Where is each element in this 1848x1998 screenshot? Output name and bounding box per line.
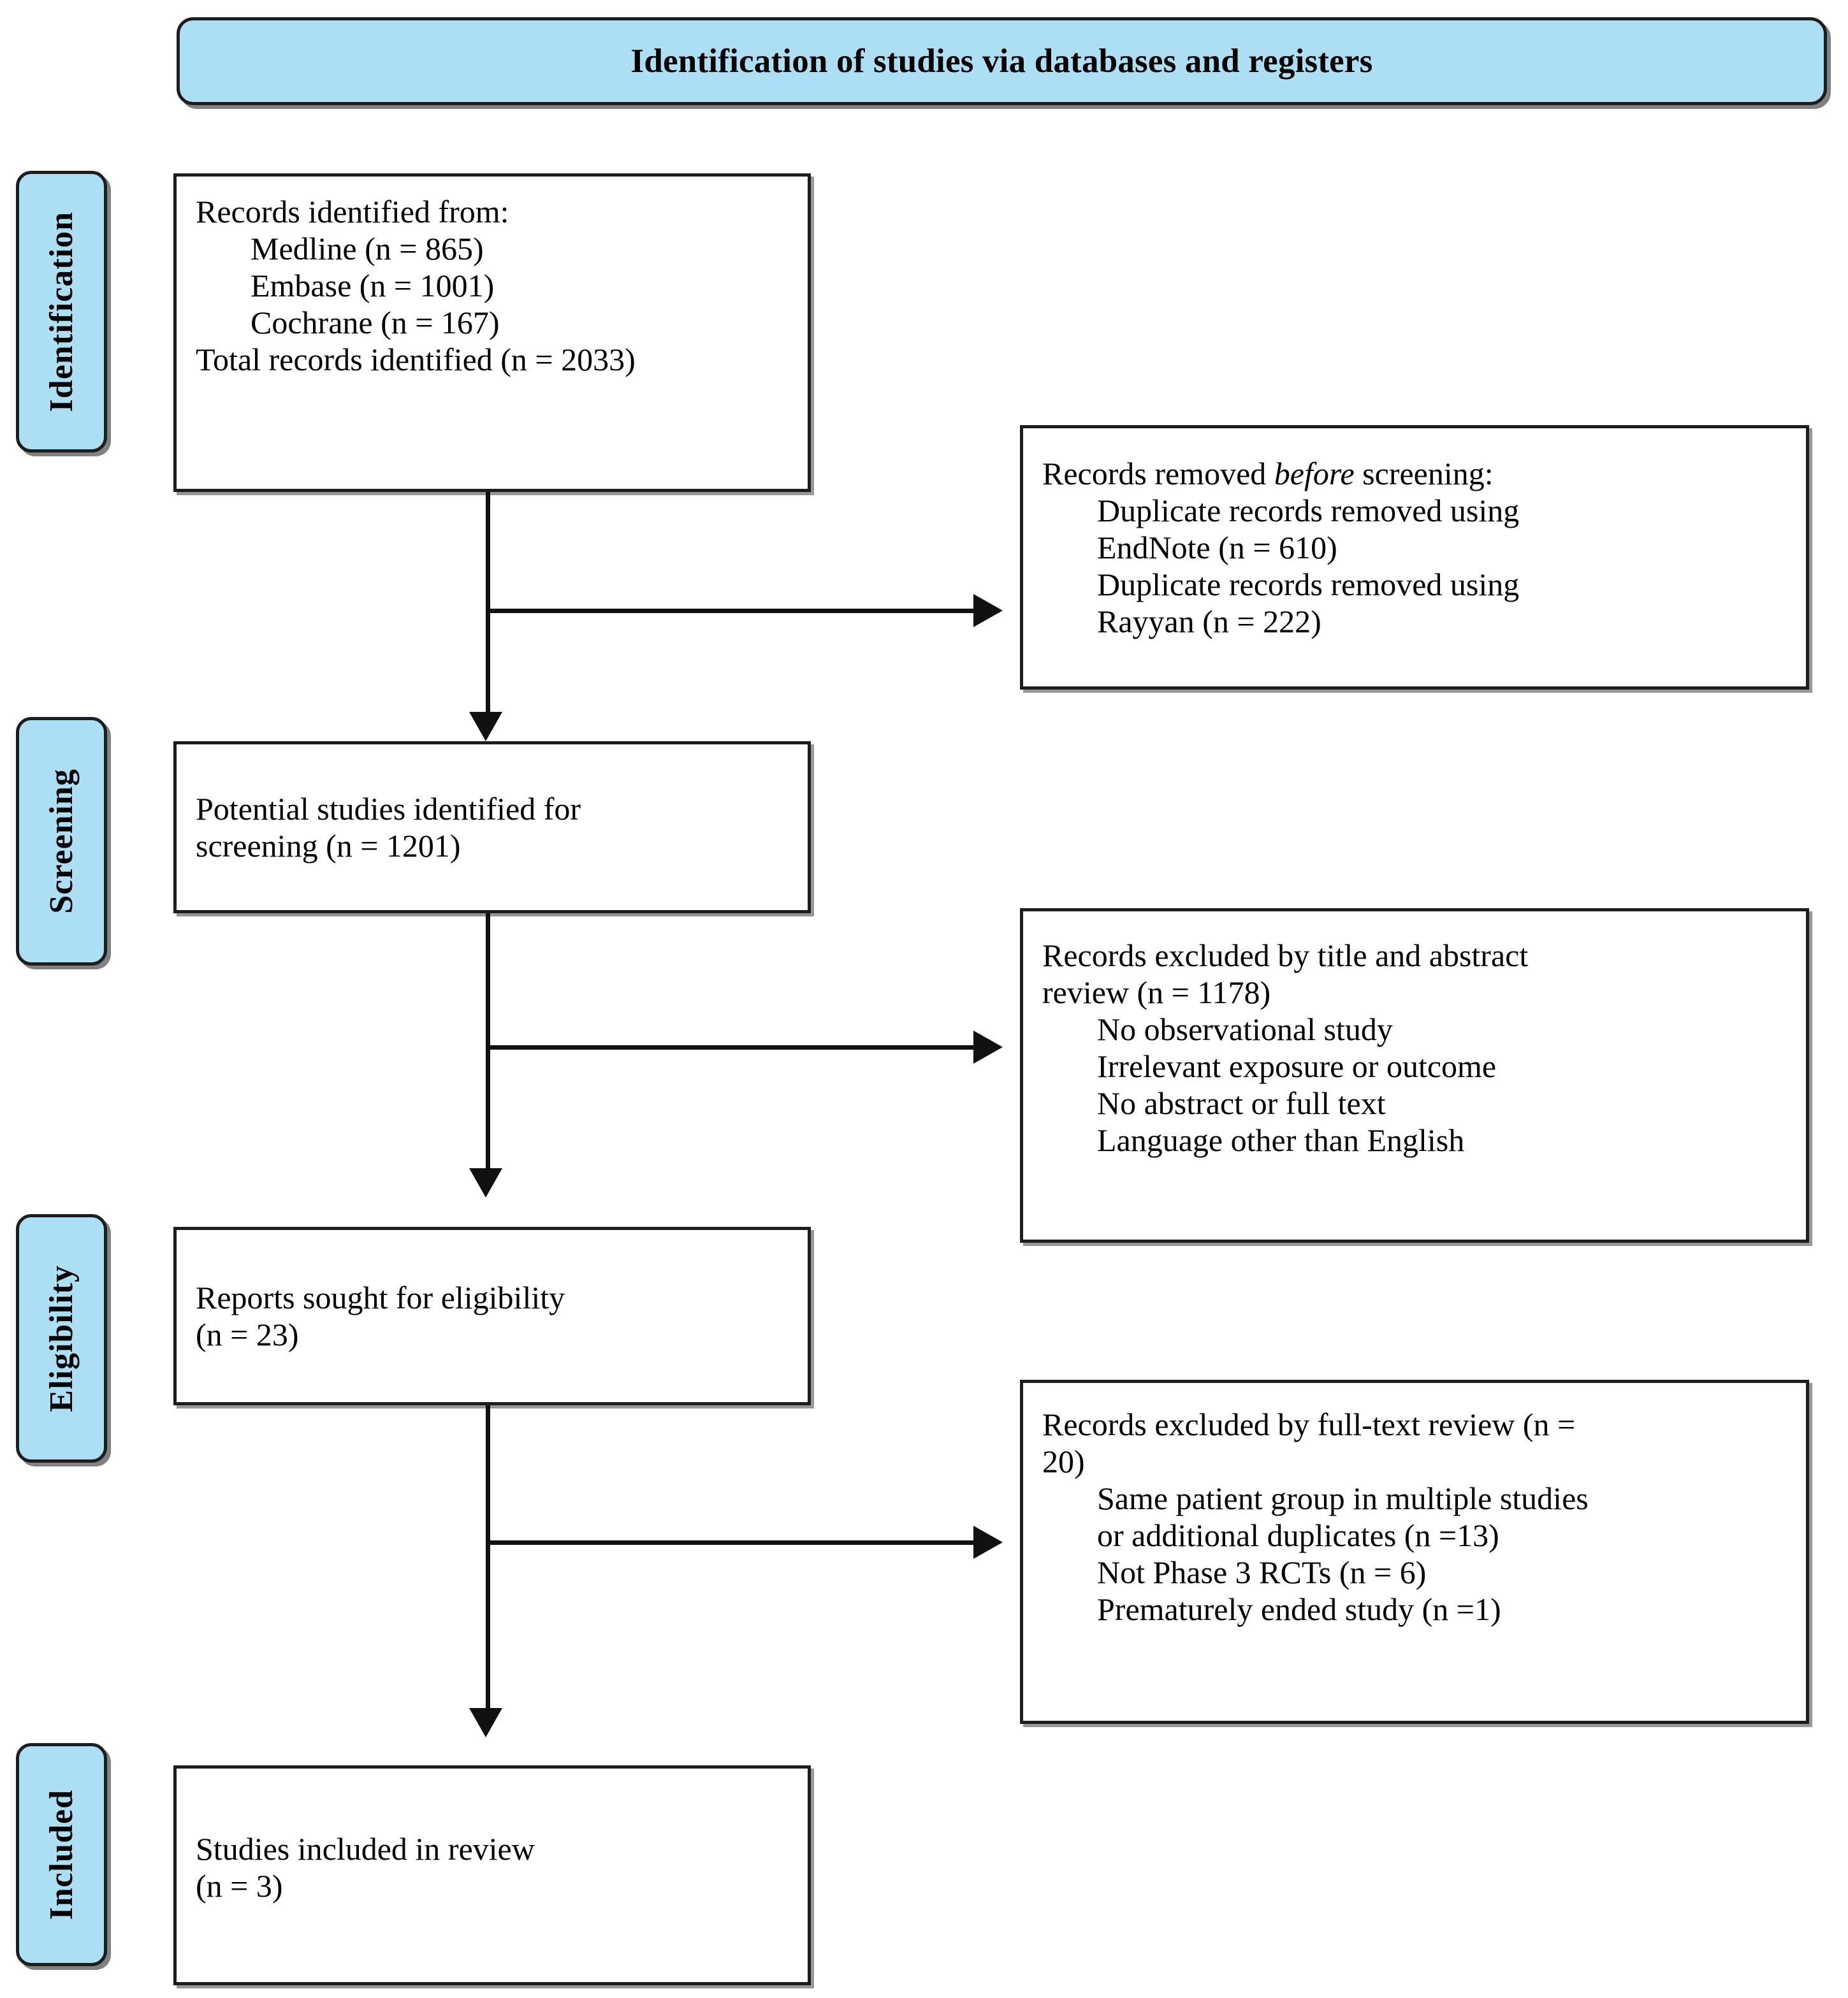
box-potential-studies: Potential studies identified for screeni… — [173, 741, 811, 913]
box-studies-included: Studies included in review (n = 3) — [173, 1765, 811, 1985]
stage-tab-included: Included — [16, 1743, 107, 1966]
stage-label-eligibility: Eligibility — [43, 1264, 80, 1412]
potential-studies-line1: Potential studies identified for — [196, 791, 581, 827]
connector-vline-identification-to-screening — [486, 492, 490, 712]
connector-hline-to-excluded-full-text — [486, 1540, 973, 1545]
records-removed-heading-italic: before — [1274, 456, 1355, 491]
reports-sought-line2: (n = 23) — [196, 1317, 299, 1352]
excluded-full-text-line1: Records excluded by full-text review (n … — [1042, 1407, 1576, 1442]
reports-sought-line1: Reports sought for eligibility — [196, 1280, 565, 1315]
records-removed-item: Duplicate records removed using — [1097, 567, 1520, 602]
records-identified-item: Embase (n = 1001) — [251, 268, 495, 303]
stage-label-identification: Identification — [43, 211, 80, 412]
records-identified-item: Cochrane (n = 167) — [251, 305, 500, 340]
records-removed-heading-post: screening: — [1354, 456, 1494, 491]
excluded-title-abstract-line2: review (n = 1178) — [1042, 974, 1271, 1010]
arrow-right-to-excluded-full-text — [973, 1526, 1003, 1559]
box-excluded-title-abstract: Records excluded by title and abstract r… — [1020, 908, 1809, 1243]
records-removed-item: EndNote (n = 610) — [1097, 530, 1337, 565]
arrow-down-to-studies-included — [469, 1708, 502, 1737]
records-identified-heading: Records identified from: — [196, 194, 509, 229]
box-records-removed-before-screening: Records removed before screening: Duplic… — [1020, 425, 1809, 690]
arrow-down-to-reports-sought — [469, 1168, 502, 1198]
stage-label-included: Included — [43, 1789, 80, 1920]
connector-vline-screening-to-eligibility — [486, 913, 490, 1168]
arrow-down-to-potential-studies — [469, 712, 502, 741]
studies-included-line2: (n = 3) — [196, 1867, 283, 1904]
excluded-title-abstract-item: No observational study — [1097, 1011, 1393, 1047]
records-removed-heading-pre: Records removed — [1042, 456, 1274, 491]
box-excluded-full-text: Records excluded by full-text review (n … — [1020, 1380, 1809, 1724]
connector-vline-eligibility-to-included — [486, 1405, 490, 1708]
excluded-full-text-item: Same patient group in multiple studies — [1097, 1480, 1589, 1516]
arrow-right-to-excluded-title-abstract — [973, 1031, 1003, 1064]
excluded-title-abstract-item: Irrelevant exposure or outcome — [1097, 1048, 1497, 1084]
records-removed-item: Duplicate records removed using — [1097, 493, 1520, 528]
connector-hline-to-records-removed — [486, 609, 973, 613]
stage-tab-identification: Identification — [16, 171, 107, 452]
potential-studies-line2: screening (n = 1201) — [196, 828, 461, 864]
excluded-title-abstract-item: No abstract or full text — [1097, 1085, 1386, 1121]
arrow-right-to-records-removed — [973, 594, 1003, 627]
studies-included-line1: Studies included in review — [196, 1830, 535, 1867]
stage-tab-screening: Screening — [16, 717, 107, 966]
diagram-title-banner: Identification of studies via databases … — [177, 17, 1827, 105]
box-reports-sought-eligibility: Reports sought for eligibility (n = 23) — [173, 1227, 811, 1405]
records-removed-item: Rayyan (n = 222) — [1097, 604, 1321, 639]
records-identified-item: Medline (n = 865) — [251, 231, 484, 266]
excluded-title-abstract-line1: Records excluded by title and abstract — [1042, 937, 1529, 973]
diagram-title: Identification of studies via databases … — [630, 42, 1373, 80]
records-identified-total: Total records identified (n = 2033) — [196, 342, 636, 377]
stage-tab-eligibility: Eligibility — [16, 1214, 107, 1463]
excluded-title-abstract-item: Language other than English — [1097, 1122, 1465, 1158]
excluded-full-text-item: or additional duplicates (n =13) — [1097, 1517, 1499, 1553]
stage-label-screening: Screening — [43, 769, 80, 914]
connector-hline-to-excluded-title-abstract — [486, 1045, 973, 1050]
records-removed-heading: Records removed before screening: — [1042, 455, 1787, 492]
excluded-full-text-item: Prematurely ended study (n =1) — [1097, 1591, 1501, 1627]
box-records-identified: Records identified from: Medline (n = 86… — [173, 173, 811, 492]
excluded-full-text-item: Not Phase 3 RCTs (n = 6) — [1097, 1554, 1427, 1590]
excluded-full-text-line2: 20) — [1042, 1444, 1085, 1479]
